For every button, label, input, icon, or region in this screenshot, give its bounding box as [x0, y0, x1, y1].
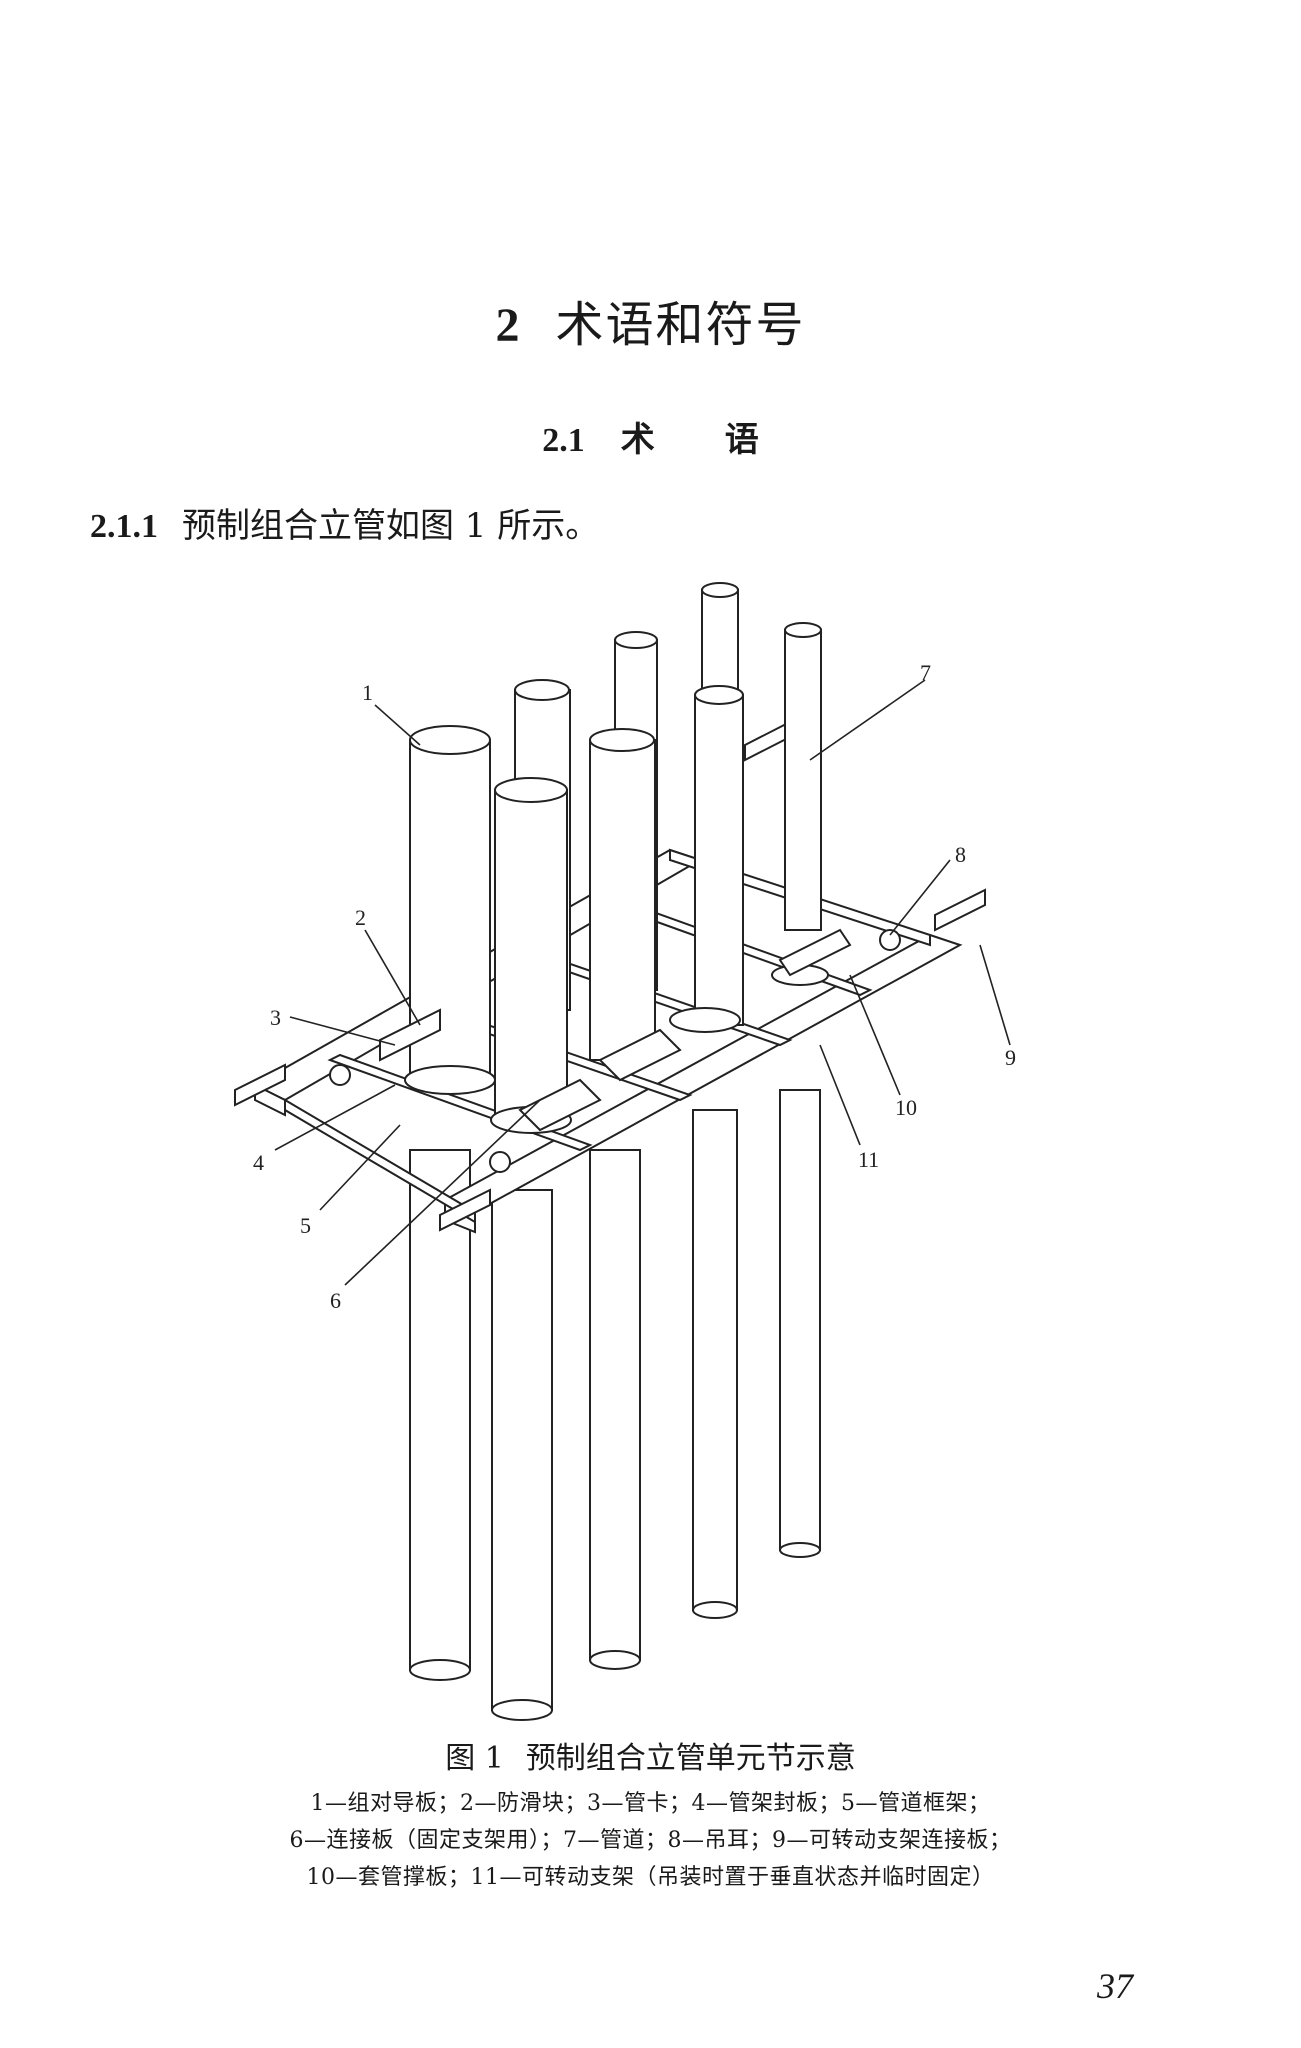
sleeve-plates [379, 928, 852, 1134]
pipe-upper-sections [409, 582, 822, 1121]
figure-caption-text: 预制组合立管单元节示意 [525, 1741, 856, 1776]
callout-7: 7 [920, 660, 931, 685]
chapter-title-text: 术语和符号 [555, 297, 806, 353]
callout-labels: 1 2 3 4 5 6 7 8 9 10 11 [253, 660, 1016, 1313]
chapter-number: 2 [495, 299, 522, 352]
clause-2-1-1: 2.1.1 预制组合立管如图 1 所示。 [90, 498, 599, 547]
figure-legend-line-1: 1—组对导板；2—防滑块；3—管卡；4—管架封板；5—管道框架； [310, 1791, 991, 1816]
section-title: 2.1 术 语 [0, 412, 1301, 461]
callout-9: 9 [1005, 1045, 1016, 1070]
callout-3: 3 [270, 1005, 281, 1030]
figure-caption: 图 1 预制组合立管单元节示意 [0, 1733, 1301, 1777]
figure-number: 图 1 [445, 1741, 504, 1776]
section-number: 2.1 [542, 422, 585, 459]
clause-number: 2.1.1 [90, 508, 158, 545]
callout-8: 8 [955, 842, 966, 867]
callout-1: 1 [362, 680, 373, 705]
section-title-char-2: 语 [724, 420, 759, 460]
callout-4: 4 [253, 1150, 264, 1175]
callout-leaders [274, 679, 1011, 1286]
pipe-lower-sections [409, 1089, 821, 1721]
callout-10: 10 [895, 1095, 917, 1120]
page-number: 37 [1097, 1966, 1133, 2006]
figure-legend-line-2: 6—连接板（固定支架用）；7—管道；8—吊耳；9—可转动支架连接板； [289, 1828, 1012, 1853]
chapter-title: 2 术语和符号 [0, 285, 1301, 355]
callout-11: 11 [858, 1147, 879, 1172]
callout-5: 5 [300, 1213, 311, 1238]
callout-6: 6 [330, 1288, 341, 1313]
clause-text: 预制组合立管如图 1 所示。 [182, 506, 600, 546]
callout-2: 2 [355, 905, 366, 930]
section-title-char-1: 术 [620, 420, 655, 460]
figure-legend-line-3: 10—套管撑板；11—可转动支架（吊装时置于垂直状态并临时固定） [306, 1865, 995, 1890]
